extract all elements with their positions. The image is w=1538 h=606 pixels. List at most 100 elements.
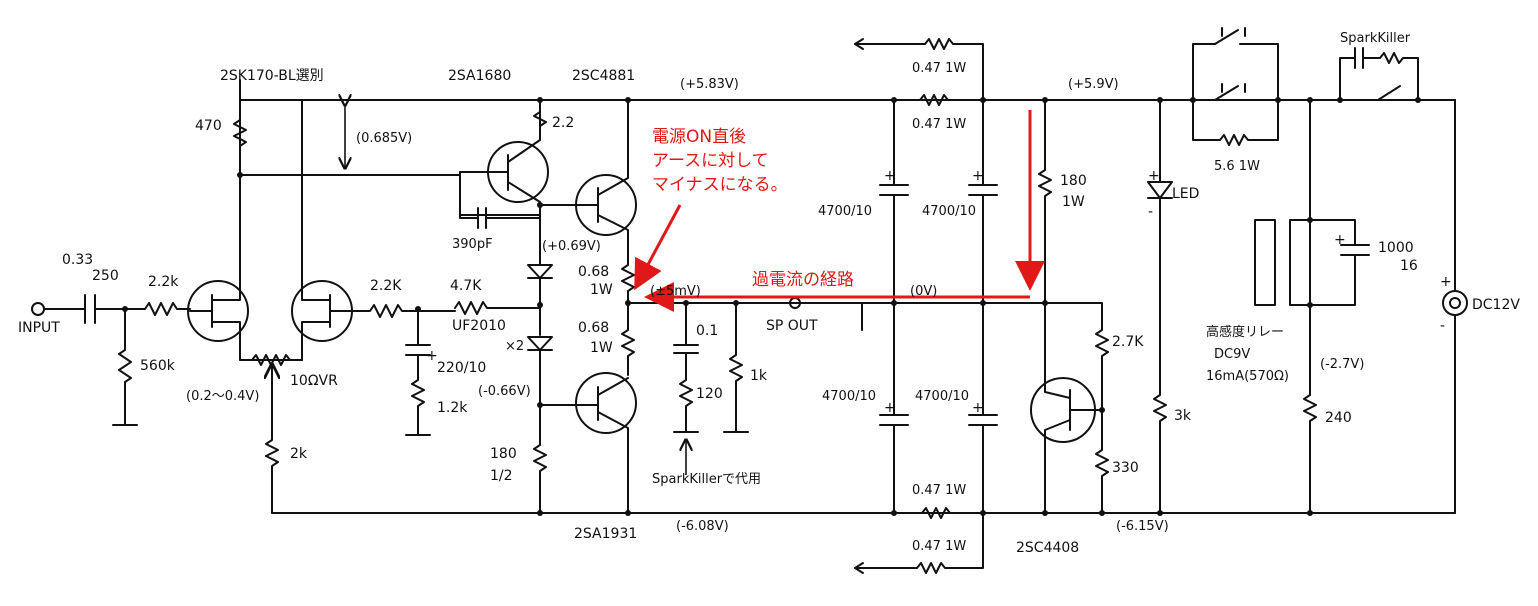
feedback-chain: [351, 301, 541, 436]
label-c033: 0.33: [62, 252, 93, 268]
label-input: INPUT: [18, 320, 60, 336]
label-v0685: (0.685V): [356, 131, 412, 146]
label-r047-3: 0.47 1W: [912, 483, 966, 498]
r470: [233, 99, 247, 178]
transistor-2sa1931: [537, 372, 637, 516]
label-r470: 470: [195, 118, 222, 134]
label-r068b: 0.68: [578, 320, 609, 336]
label-c4700-4: 4700/10: [915, 389, 969, 404]
label-c4700-2: 4700/10: [922, 204, 976, 219]
supply-filter: [854, 38, 998, 574]
relay-contacts: [1190, 27, 1281, 146]
label-r1k: 1k: [750, 368, 768, 384]
label-r2k: 2k: [290, 446, 308, 462]
label-r12k: 1.2k: [437, 400, 468, 416]
label-r180-w: 1/2: [490, 468, 513, 484]
label-r180-1w: 180: [1060, 173, 1087, 189]
label-v-neg608: (-6.08V): [676, 519, 729, 534]
transistor-2sa1680: [459, 97, 549, 216]
label-led-plus: +: [1148, 168, 1160, 184]
label-2sc4881: 2SC4881: [572, 68, 635, 84]
label-cap-plus-1: +: [884, 168, 896, 184]
transistor-2sc4408: [1030, 97, 1109, 516]
label-c220: 220/10: [437, 360, 486, 376]
r068-lower: [621, 302, 635, 376]
note-line-3: マイナスになる。: [652, 175, 788, 195]
note-line-1: 電源ON直後: [652, 127, 746, 147]
overcurrent-label: 過電流の経路: [752, 270, 854, 290]
label-vr-volt: (0.2～0.4V): [186, 389, 259, 404]
label-cap-plus-3: +: [884, 400, 896, 416]
label-spout: SP OUT: [766, 318, 818, 334]
label-r068a: 0.68: [578, 264, 609, 280]
r180-half: [533, 404, 547, 516]
label-c1000a: 1000: [1378, 240, 1414, 256]
label-c4700-1: 4700/10: [818, 204, 872, 219]
label-v-neg066: (-0.66V): [478, 384, 531, 399]
label-sparkkiller: SparkKiller: [1340, 31, 1411, 46]
label-v-pos: (+5.83V): [680, 77, 739, 92]
jfet-2: [291, 99, 353, 361]
c390pf: [459, 171, 541, 229]
label-r22k-mid: 2.2K: [370, 278, 402, 294]
label-r180-1w-b: 1W: [1062, 194, 1085, 210]
r068-upper: [621, 259, 635, 306]
label-c4700-3: 4700/10: [822, 389, 876, 404]
label-r22: 2.2: [552, 115, 574, 131]
label-spark-note: SparkKillerで代用: [652, 472, 761, 487]
label-r120: 120: [696, 386, 723, 402]
label-relay2: DC9V: [1214, 347, 1250, 362]
label-r47k: 4.7K: [450, 278, 482, 294]
label-2sa1931: 2SA1931: [574, 526, 637, 542]
label-c033b: 250: [92, 268, 119, 284]
label-dc-plus: +: [1440, 274, 1452, 290]
label-r22k-in: 2.2k: [148, 274, 179, 290]
label-cap-plus-2: +: [972, 168, 984, 184]
label-r068b-w: 1W: [590, 340, 613, 356]
power-switch: [1337, 47, 1468, 514]
output-snubber: [673, 297, 801, 475]
label-vr: 10ΩVR: [290, 373, 338, 389]
label-led: LED: [1172, 186, 1199, 202]
label-dc-minus: -: [1440, 318, 1445, 334]
label-r240: 240: [1325, 410, 1352, 426]
label-r3k: 3k: [1174, 408, 1192, 424]
label-2sa1680: 2SA1680: [448, 68, 511, 84]
label-v069: (+0.69V): [542, 239, 601, 254]
label-cap-plus-4: +: [972, 400, 984, 416]
label-c1000-plus: +: [1334, 232, 1346, 248]
label-led-minus: -: [1148, 204, 1153, 220]
label-vout: (±5mV): [650, 284, 701, 299]
labels: 2SK170-BL選別 2SA1680 2SC4881 (+5.83V) (+5…: [18, 31, 1520, 556]
vr-10ohm: [239, 354, 303, 514]
input-section: [31, 294, 191, 426]
label-r27k: 2.7K: [1112, 334, 1144, 350]
label-r180: 180: [490, 446, 517, 462]
label-c01: 0.1: [696, 323, 718, 339]
transistor-2sc4881: [537, 97, 637, 261]
label-r56: 5.6 1W: [1214, 159, 1260, 174]
label-r047-1: 0.47 1W: [912, 61, 966, 76]
label-r330: 330: [1112, 460, 1139, 476]
label-r560k: 560k: [140, 358, 176, 374]
label-c220-plus: +: [426, 348, 438, 364]
label-relay3: 16mA(570Ω): [1206, 369, 1289, 384]
label-v-neg615: (-6.15V): [1116, 519, 1169, 534]
label-r047-2: 0.47 1W: [912, 117, 966, 132]
label-c390: 390pF: [452, 237, 493, 252]
diodes-uf2010: [527, 259, 553, 406]
label-diode: UF2010: [452, 318, 506, 334]
annotations: 電源ON直後 アースに対して マイナスになる。 過電流の経路: [652, 127, 854, 290]
label-dc12: DC12V: [1472, 297, 1520, 313]
label-2sc4408: 2SC4408: [1016, 540, 1079, 556]
label-r047-4: 0.47 1W: [912, 539, 966, 554]
label-jfet: 2SK170-BL選別: [220, 68, 324, 84]
relay-coil: [1254, 97, 1370, 516]
led-indicator: [1147, 97, 1173, 516]
note-line-2: アースに対して: [652, 151, 769, 171]
label-v-neg27: (-2.7V): [1320, 357, 1364, 372]
label-v0: (0V): [910, 284, 937, 299]
label-relay1: 高感度リレー: [1206, 324, 1284, 340]
label-r068a-w: 1W: [590, 282, 613, 298]
